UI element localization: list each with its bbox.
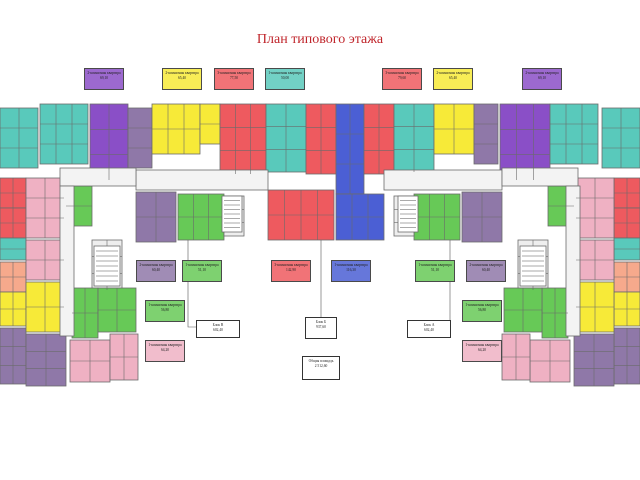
corridor-1 — [383, 169, 503, 191]
corridor-2 — [59, 167, 137, 187]
apartment-cell-27 — [219, 103, 267, 175]
corridor-5 — [565, 185, 581, 337]
walls-layer — [0, 104, 640, 386]
apartments-layer — [0, 103, 640, 387]
leader-lines — [187, 238, 451, 328]
corridor-3 — [501, 167, 579, 187]
plan-title: План типового этажа — [256, 32, 384, 47]
apartment-cell-22 — [39, 103, 89, 165]
apartment-cell-34 — [473, 103, 499, 165]
apartment-cell-36 — [549, 103, 599, 165]
corridor-4 — [59, 185, 75, 337]
apartment-cell-35 — [499, 103, 551, 181]
corridor-0 — [135, 169, 269, 191]
apartment-cell-24 — [127, 107, 153, 169]
